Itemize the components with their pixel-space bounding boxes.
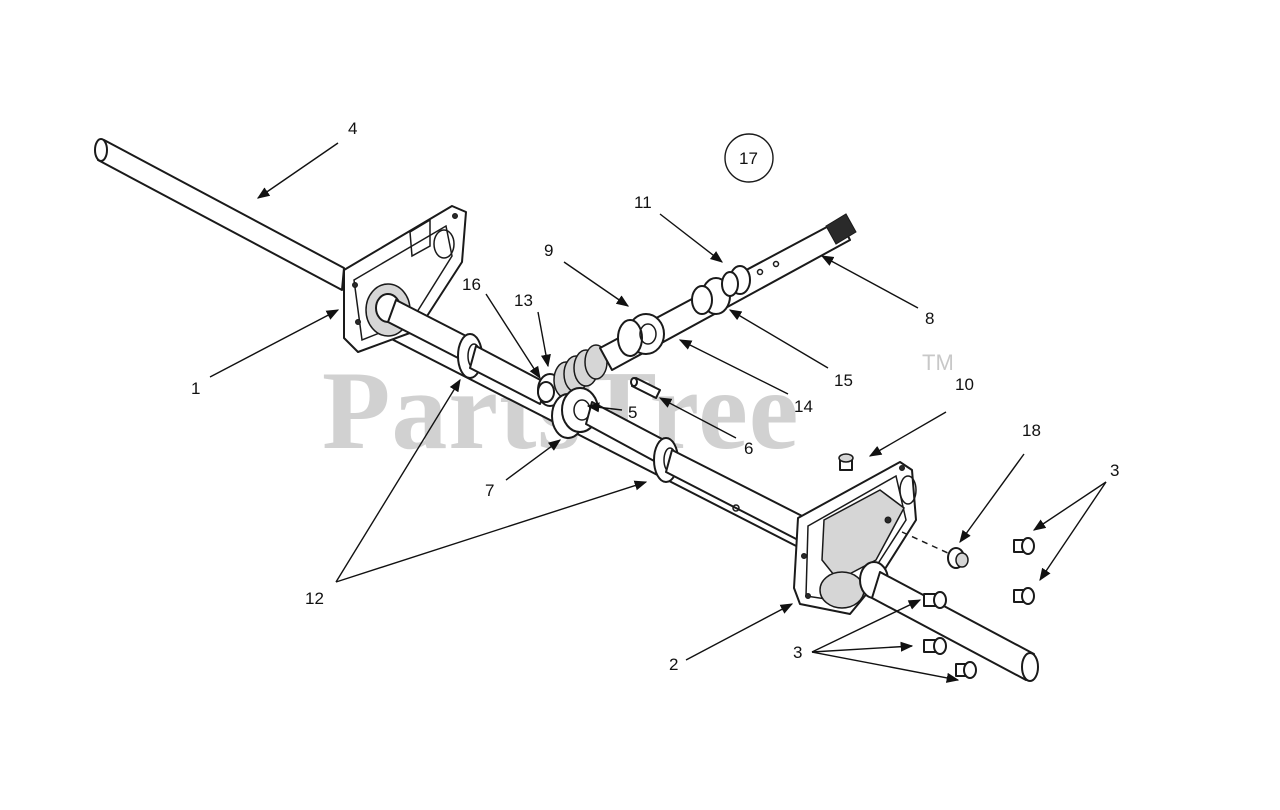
right-housing xyxy=(793,461,917,615)
leader-12b xyxy=(335,480,648,583)
callout-15: 15 xyxy=(834,371,853,390)
bolt-lower-2 xyxy=(923,637,947,655)
bolt-lower-3 xyxy=(955,661,977,679)
leader-3e xyxy=(811,651,960,683)
leader-lines xyxy=(209,142,1107,683)
leader-4 xyxy=(256,142,339,199)
callout-14: 14 xyxy=(794,397,813,416)
callout-3-bottom: 3 xyxy=(793,643,802,662)
leader-3c xyxy=(811,599,922,653)
axle-output-stub xyxy=(871,571,1039,682)
leader-9 xyxy=(563,261,630,307)
callout-18: 18 xyxy=(1022,421,1041,440)
callout-13: 13 xyxy=(514,291,533,310)
leader-6 xyxy=(658,397,737,439)
leader-14 xyxy=(678,339,789,395)
callout-labels: 4 17 11 9 16 13 8 1 15 10 14 5 6 18 3 7 … xyxy=(191,119,1119,674)
leader-3d xyxy=(811,641,914,653)
callout-5: 5 xyxy=(628,403,637,422)
gear-shaft-section xyxy=(469,345,549,405)
callout-7: 7 xyxy=(485,481,494,500)
leader-1 xyxy=(209,309,340,378)
watermark-trademark: TM xyxy=(922,350,954,375)
callout-3-right: 3 xyxy=(1110,461,1119,480)
leader-3a xyxy=(1032,481,1107,531)
leader-7 xyxy=(505,439,562,481)
callout-9: 9 xyxy=(544,241,553,260)
callout-12: 12 xyxy=(305,589,324,608)
callout-17-circle xyxy=(724,133,774,183)
callout-10: 10 xyxy=(955,375,974,394)
plug-dash-line xyxy=(901,531,951,555)
leader-18 xyxy=(959,453,1025,544)
callout-16: 16 xyxy=(462,275,481,294)
axle-shaft xyxy=(94,138,345,291)
callout-11: 11 xyxy=(634,193,652,212)
callout-17: 17 xyxy=(739,149,758,168)
leader-10 xyxy=(868,411,947,457)
callout-8: 8 xyxy=(925,309,934,328)
leader-13 xyxy=(537,311,551,368)
leader-15 xyxy=(728,309,829,369)
bearing-14 xyxy=(617,313,665,357)
leader-3b xyxy=(1039,481,1107,582)
worm-gear xyxy=(537,344,608,407)
axle-hole xyxy=(732,504,740,512)
grease-fitting xyxy=(838,453,854,471)
leader-2 xyxy=(685,603,794,661)
bolt-upper-1 xyxy=(1013,537,1035,555)
collar-11 xyxy=(721,265,751,297)
callout-6: 6 xyxy=(744,439,753,458)
bolt-upper-2 xyxy=(1013,587,1035,605)
callout-4: 4 xyxy=(348,119,357,138)
plug-18 xyxy=(947,547,969,569)
callout-1: 1 xyxy=(191,379,200,398)
leader-5 xyxy=(586,402,623,413)
leader-16 xyxy=(485,293,541,380)
leader-8 xyxy=(820,255,919,309)
leader-12a xyxy=(335,378,461,583)
callout-2: 2 xyxy=(669,655,678,674)
bolt-lower-1 xyxy=(923,591,947,609)
leader-11 xyxy=(659,213,723,263)
roll-pin xyxy=(630,377,661,399)
